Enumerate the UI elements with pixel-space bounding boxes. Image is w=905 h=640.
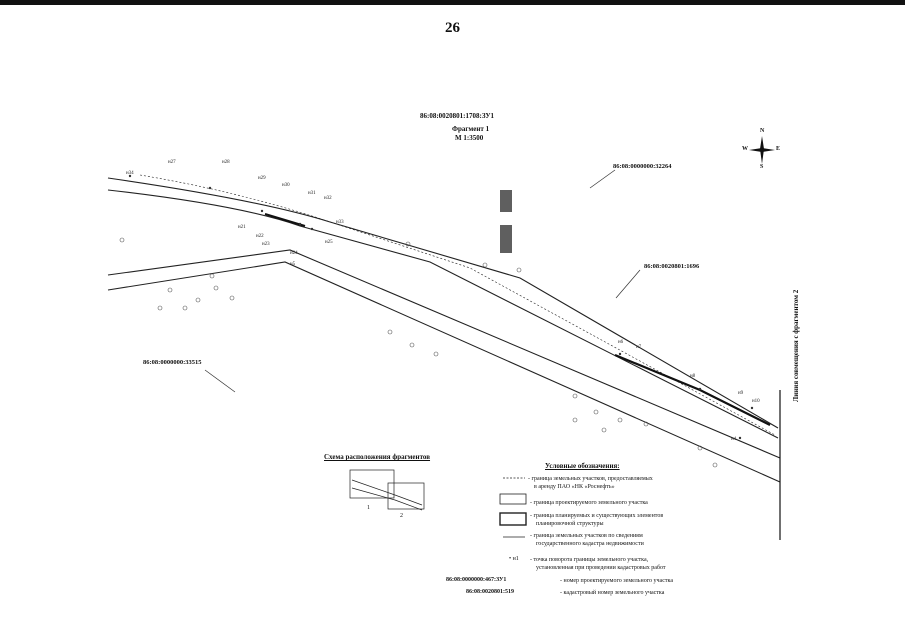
point-label: н31 — [308, 191, 316, 196]
legend-item-projected-number: - номер проектируемого земельного участк… — [560, 578, 673, 584]
scheme-of-fragments-inset — [349, 469, 425, 511]
parcel-boundary-line — [139, 174, 776, 436]
legend-item-lease-boundary: - граница земельных участков, предоставл… — [528, 475, 653, 491]
point-label: н5 — [290, 262, 296, 267]
fragment-parcel-id: 86:08:0020801:1708:ЗУ1 — [420, 112, 494, 120]
point-label: н27 — [168, 160, 176, 165]
point-label: н6 — [618, 340, 624, 345]
compass-arrows-icon — [749, 136, 775, 164]
compass-south: S — [760, 164, 764, 170]
legend-title: Условные обозначения: — [545, 462, 620, 470]
point-label: н33 — [336, 220, 344, 225]
compass-east: E — [776, 146, 781, 152]
legend-text-line: - точка поворота границы земельного учас… — [530, 557, 649, 563]
compass-west: W — [742, 146, 748, 152]
road-boundary-line-4 — [107, 261, 781, 483]
legend-symbols — [499, 477, 527, 538]
legend-item-planning-structure: - граница планируемых и существующих эле… — [530, 512, 663, 528]
point-label: н4 — [731, 437, 737, 442]
compass-rose-icon: N S W E — [742, 128, 781, 170]
legend-key-projected-number: 86:08:0000000:467:ЗУ1 — [446, 577, 507, 583]
legend-text-line: установленная при проведении кадастровых… — [536, 565, 666, 571]
cadastral-label-c: 86:08:0000000:33515 — [143, 359, 202, 366]
legend-text-line: - граница земельных участков, предоставл… — [528, 476, 653, 482]
page-top-border — [0, 0, 905, 5]
legend-key-cadastral-number: 86:08:0020801:519 — [466, 589, 514, 595]
point-label: н22 — [256, 234, 264, 239]
road-boundary-line-1 — [107, 177, 779, 429]
compass-north: N — [760, 128, 765, 134]
point-label: н34 — [126, 171, 134, 176]
scheme-number-1: 1 — [367, 505, 370, 511]
legend-text-line: - граница земельных участков по сведения… — [530, 533, 643, 539]
leader-line-a — [589, 169, 616, 189]
scheme-number-2: 2 — [400, 513, 403, 519]
cadastral-label-b: 86:08:0020801:1696 — [644, 263, 700, 270]
legend-item-projected-parcel: - граница проектируемого земельного учас… — [530, 500, 648, 506]
legend-text-line: государственного кадастра недвижимости — [536, 541, 644, 547]
scheme-title: Схема расположения фрагментов — [324, 453, 431, 461]
road-boundary-line-3 — [107, 249, 781, 459]
point-label: н24 — [290, 251, 298, 256]
legend-item-cadastral-number: - кадастровый номер земельного участка — [560, 590, 665, 596]
point-label: н7 — [636, 345, 642, 350]
point-label: н28 — [222, 160, 230, 165]
point-label: н9 — [738, 391, 744, 396]
fragment-alignment-line — [779, 390, 781, 540]
point-label: н10 — [752, 399, 760, 404]
point-label: н8 — [690, 374, 696, 379]
cadastral-label-a: 86:08:0000000:32264 — [613, 163, 672, 170]
legend-point-symbol: • н1 — [509, 556, 519, 562]
fragment-scale: М 1:3500 — [455, 134, 484, 142]
point-label: н25 — [325, 240, 333, 245]
point-label: н32 — [324, 196, 332, 201]
point-label: н30 — [282, 183, 290, 188]
point-label: н29 — [258, 176, 266, 181]
road-boundary-line-2 — [107, 189, 779, 439]
point-label: н23 — [262, 242, 270, 247]
point-label: н21 — [238, 225, 246, 230]
leader-line-b — [615, 269, 641, 299]
legend-item-cadastre-boundary: - граница земельных участков по сведения… — [530, 532, 644, 548]
fragment-alignment-caption: Линия совмещения с фрагментом 2 — [792, 289, 800, 402]
projected-parcel-segment-1 — [264, 212, 306, 228]
legend-item-turning-point: - точка поворота границы земельного учас… — [530, 556, 666, 572]
legend-text-line: планировочной структуры — [536, 521, 604, 527]
leader-line-c — [204, 369, 236, 393]
page-number: 26 — [445, 20, 460, 36]
legend-text-line: - граница планируемых и существующих эле… — [530, 513, 664, 519]
legend-text-line: в аренду ПАО «НК «Роснефть» — [534, 484, 615, 490]
fragment-label: Фрагмент 1 — [452, 125, 490, 133]
